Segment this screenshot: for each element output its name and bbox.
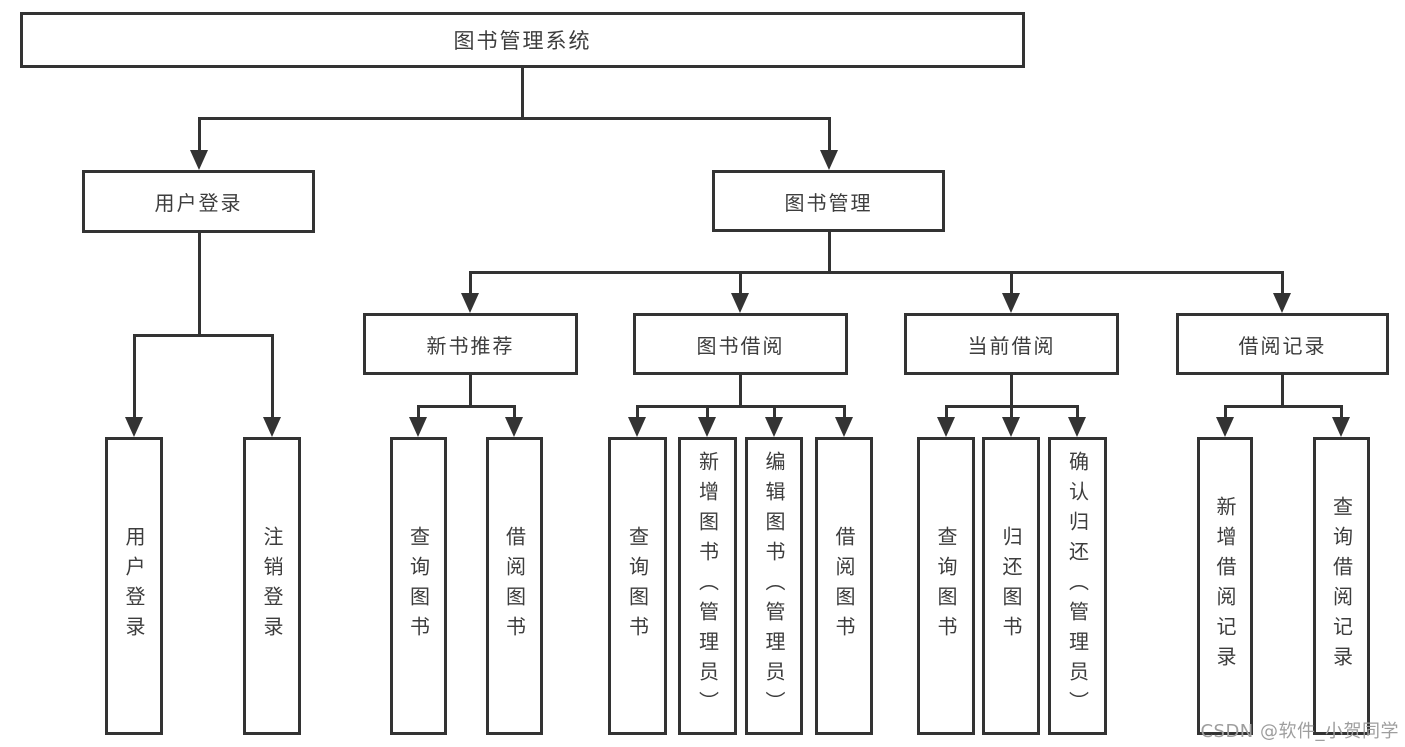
node-user-login-label: 用户登录	[154, 191, 243, 215]
node-book-mgmt: 图书管理	[712, 170, 945, 232]
node-cb-return-label: 归还图书	[999, 526, 1023, 646]
node-user-login: 用户登录	[82, 170, 315, 233]
arrowhead	[731, 293, 749, 313]
node-br-add: 新增借阅记录	[1197, 437, 1253, 735]
connector-stem	[827, 232, 831, 272]
connector-branch	[416, 404, 516, 408]
node-bb-query: 查询图书	[608, 437, 667, 735]
node-logout: 注销登录	[243, 437, 301, 735]
node-book-mgmt-label: 图书管理	[784, 190, 873, 215]
connector-stem	[520, 68, 524, 118]
node-br-add-label: 新增借阅记录	[1213, 496, 1237, 676]
node-bb-borrow: 借阅图书	[815, 437, 873, 735]
connector-drop	[1280, 272, 1284, 295]
node-bb-add: 新增图书（管理员）	[678, 437, 737, 735]
arrowhead	[628, 417, 646, 437]
node-cb-query-label: 查询图书	[934, 526, 958, 646]
arrowhead	[263, 417, 281, 437]
arrowhead	[1216, 417, 1234, 437]
arrowhead	[409, 417, 427, 437]
connector-drop	[1009, 272, 1013, 295]
node-new-book-rec-label: 新书推荐	[426, 333, 515, 358]
connector-drop	[270, 335, 274, 419]
node-rec-query-label: 查询图书	[406, 526, 431, 646]
node-bb-borrow-label: 借阅图书	[832, 526, 856, 646]
arrowhead	[1273, 293, 1291, 313]
node-current-borrow-label: 当前借阅	[967, 333, 1056, 358]
connector-stem	[738, 375, 742, 406]
node-br-query-label: 查询借阅记录	[1329, 496, 1354, 676]
connector-drop	[512, 406, 516, 419]
node-root-label: 图书管理系统	[453, 29, 592, 53]
arrowhead	[765, 417, 783, 437]
watermark: CSDN @软件_小贺同学	[1200, 721, 1399, 742]
connector-drop	[197, 118, 201, 152]
connector-drop	[827, 118, 831, 152]
node-login: 用户登录	[105, 437, 163, 735]
connector-drop	[1339, 406, 1343, 419]
connector-drop	[132, 335, 136, 419]
connector-drop	[468, 272, 472, 295]
arrowhead	[835, 417, 853, 437]
connector-drop	[1075, 406, 1079, 419]
connector-branch	[468, 270, 1284, 274]
node-cb-confirm: 确认归还（管理员）	[1048, 437, 1107, 735]
node-cb-query: 查询图书	[917, 437, 975, 735]
arrowhead	[937, 417, 955, 437]
connector-branch	[197, 116, 831, 120]
node-bb-add-label: 新增图书（管理员）	[695, 451, 720, 721]
node-cb-confirm-label: 确认归还（管理员）	[1065, 451, 1090, 721]
node-cb-return: 归还图书	[982, 437, 1040, 735]
node-new-book-rec: 新书推荐	[363, 313, 578, 375]
node-current-borrow: 当前借阅	[904, 313, 1119, 375]
arrowhead	[698, 417, 716, 437]
arrowhead	[190, 150, 208, 170]
node-bb-edit: 编辑图书（管理员）	[745, 437, 803, 735]
arrowhead	[1002, 417, 1020, 437]
node-rec-borrow-label: 借阅图书	[502, 526, 527, 646]
node-book-borrow-label: 图书借阅	[696, 333, 785, 358]
connector-drop	[738, 272, 742, 295]
arrowhead	[505, 417, 523, 437]
connector-stem	[468, 375, 472, 406]
connector-drop	[705, 406, 709, 419]
node-logout-label: 注销登录	[260, 526, 284, 646]
connector-drop	[635, 406, 639, 419]
arrowhead	[125, 417, 143, 437]
node-borrow-records: 借阅记录	[1176, 313, 1389, 375]
arrowhead	[461, 293, 479, 313]
connector-stem	[197, 233, 201, 335]
connector-branch	[1223, 404, 1343, 408]
connector-drop	[772, 406, 776, 419]
node-bb-edit-label: 编辑图书（管理员）	[762, 451, 786, 721]
connector-drop	[1223, 406, 1227, 419]
connector-stem	[1009, 375, 1013, 406]
arrowhead	[1068, 417, 1086, 437]
connector-drop	[842, 406, 846, 419]
connector-stem	[1280, 375, 1284, 406]
connector-drop	[944, 406, 948, 419]
arrowhead	[1002, 293, 1020, 313]
node-br-query: 查询借阅记录	[1313, 437, 1370, 735]
node-book-borrow: 图书借阅	[633, 313, 848, 375]
connector-branch	[132, 333, 274, 337]
node-rec-query: 查询图书	[390, 437, 447, 735]
node-borrow-records-label: 借阅记录	[1238, 333, 1327, 358]
arrowhead	[1332, 417, 1350, 437]
connector-branch	[635, 404, 846, 408]
connector-drop	[1009, 406, 1013, 419]
arrowhead	[820, 150, 838, 170]
connector-drop	[416, 406, 420, 419]
node-root: 图书管理系统	[20, 12, 1025, 68]
node-rec-borrow: 借阅图书	[486, 437, 543, 735]
node-login-label: 用户登录	[122, 526, 146, 646]
node-bb-query-label: 查询图书	[625, 526, 650, 646]
